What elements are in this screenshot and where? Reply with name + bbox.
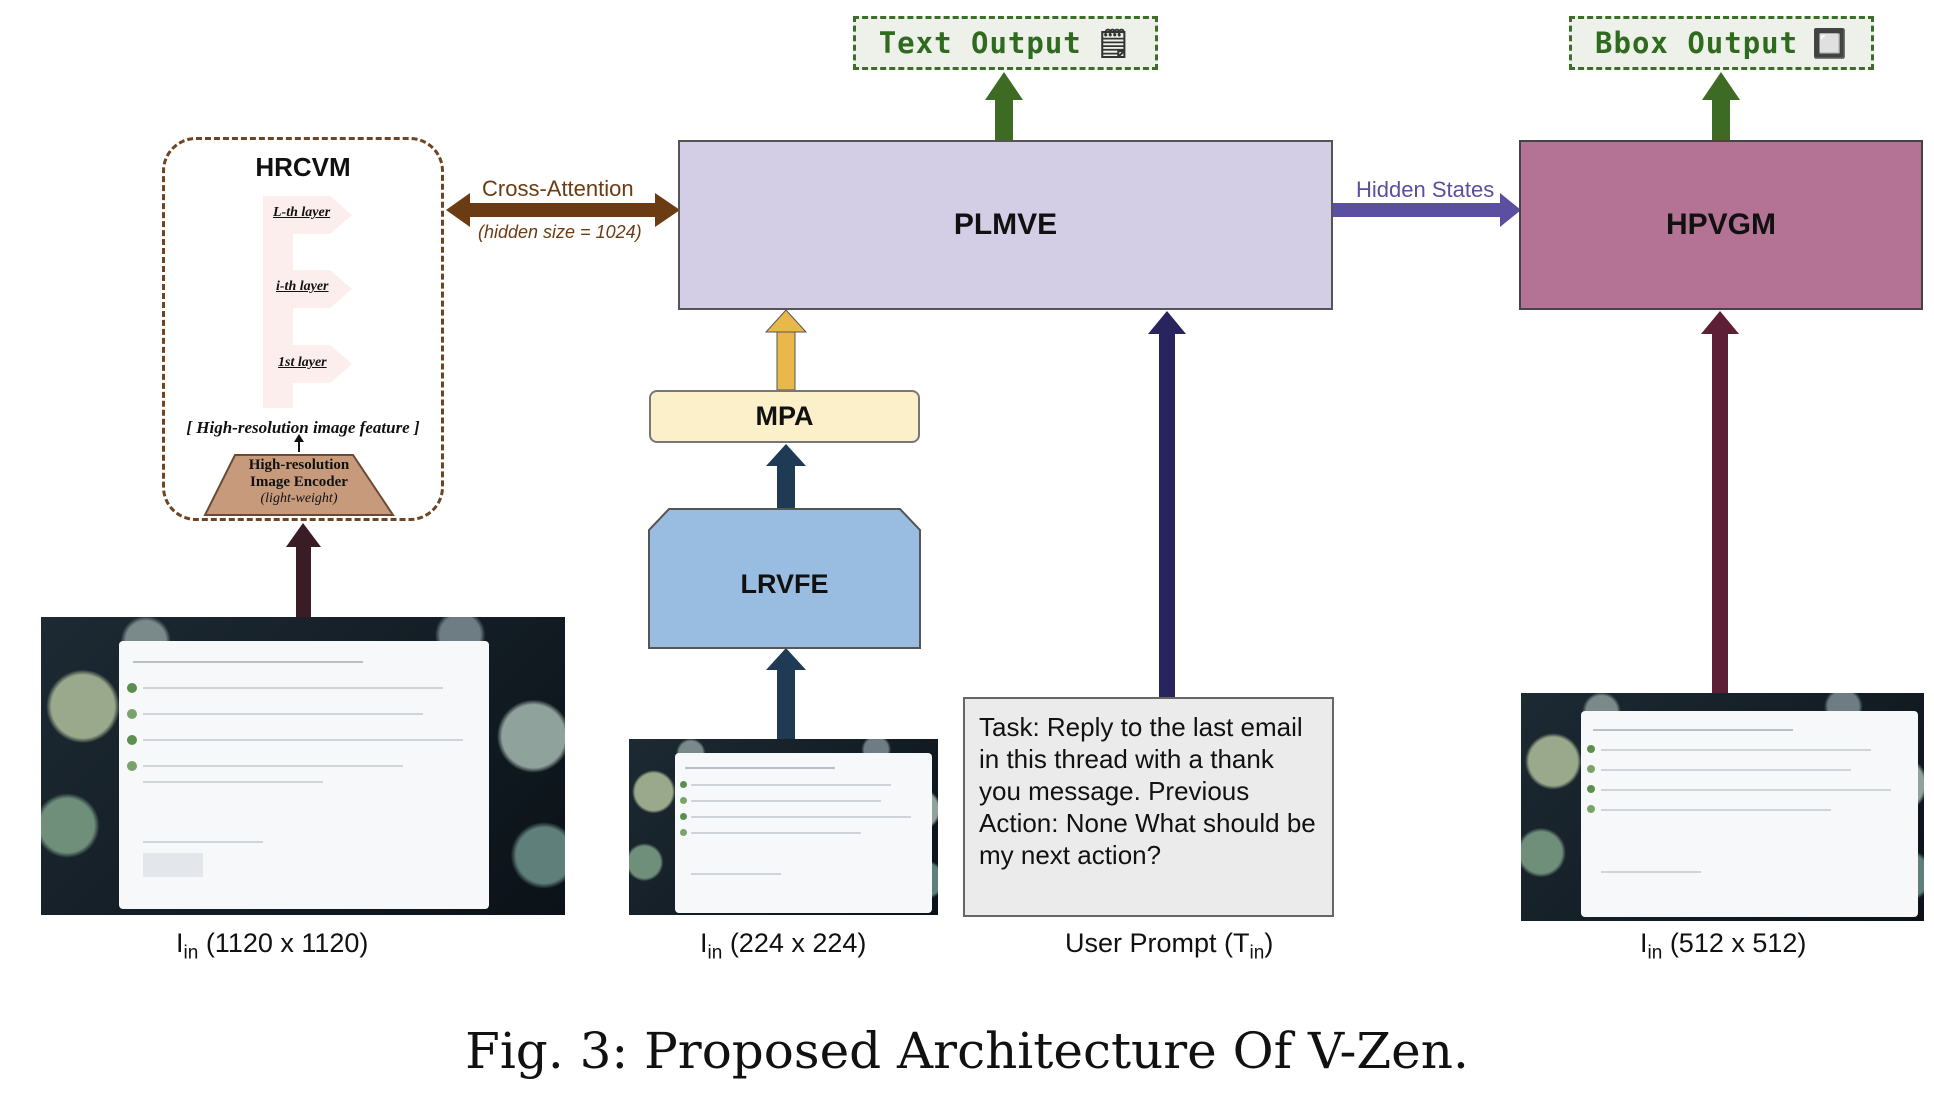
hpvgm-block: HPVGM	[1519, 140, 1923, 310]
label-user-prompt: User Prompt (Tin)	[1065, 928, 1274, 964]
text-output-arrow	[985, 72, 1023, 140]
bbox-output-label: Bbox Output	[1595, 26, 1799, 60]
plmve-block: PLMVE	[678, 140, 1333, 310]
text-output-label: Text Output	[878, 26, 1082, 60]
plmve-label: PLMVE	[953, 208, 1058, 241]
user-prompt-text: Task: Reply to the last email in this th…	[979, 712, 1316, 870]
lrvfe-block-shape	[648, 508, 921, 649]
hrcvm-module	[162, 137, 444, 521]
high-res-encoder-shape	[203, 454, 395, 516]
mpa-label: MPA	[755, 401, 814, 431]
hrcvm-title: HRCVM	[255, 152, 351, 182]
figure-caption: Fig. 3: Proposed Architecture Of V-Zen.	[465, 1022, 1469, 1080]
input-image-512	[1521, 693, 1924, 921]
layer-label-1st: 1st layer	[278, 355, 327, 370]
label-image-224: Iin (224 x 224)	[700, 928, 867, 964]
hidden-size-label: (hidden size = 1024)	[478, 222, 642, 242]
layer-label-l: L-th layer	[273, 205, 331, 220]
label-image-512: Iin (512 x 512)	[1640, 928, 1807, 964]
prompt-to-plmve-arrow	[1148, 311, 1186, 697]
input-image-224	[629, 739, 938, 915]
encoder-to-feature-arrow	[294, 434, 304, 452]
image-to-encoder-arrow	[286, 523, 321, 617]
bbox-output-arrow	[1702, 72, 1740, 140]
hidden-states-label: Hidden States	[1356, 177, 1495, 202]
hpvgm-label: HPVGM	[1665, 208, 1776, 241]
square-icon: 🔲	[1812, 26, 1848, 60]
bbox-output-box: Bbox Output 🔲	[1569, 16, 1874, 70]
mpa-block: MPA	[649, 390, 920, 443]
notepad-icon: 🗒	[1095, 26, 1133, 60]
text-output-box: Text Output 🗒	[853, 16, 1158, 70]
lrvfe-to-mpa-arrow	[766, 444, 806, 509]
lrvfe-label: LRVFE	[740, 568, 829, 599]
lrvfe-label-wrap: LRVFE	[649, 520, 920, 648]
input-image-1120	[41, 617, 565, 915]
high-res-feature-label: [ High-resolution image feature ]	[186, 418, 420, 437]
cross-attention-arrow	[446, 193, 680, 227]
encoder-line-2: Image Encoder	[250, 474, 348, 490]
hidden-states-arrow	[1333, 193, 1521, 227]
image-to-lrvfe-arrow	[766, 648, 806, 740]
image-to-hpvgm-arrow	[1701, 311, 1739, 693]
cross-attention-label: Cross-Attention	[482, 176, 634, 201]
layer-label-i: i-th layer	[276, 279, 329, 294]
encoder-line-3: (light-weight)	[260, 491, 338, 506]
layer-stack	[263, 196, 352, 408]
label-image-1120: Iin (1120 x 1120)	[176, 928, 369, 964]
encoder-line-1: High-resolution	[248, 457, 350, 473]
mpa-to-plmve-arrow	[764, 309, 808, 391]
user-prompt-box: Task: Reply to the last email in this th…	[963, 697, 1334, 917]
